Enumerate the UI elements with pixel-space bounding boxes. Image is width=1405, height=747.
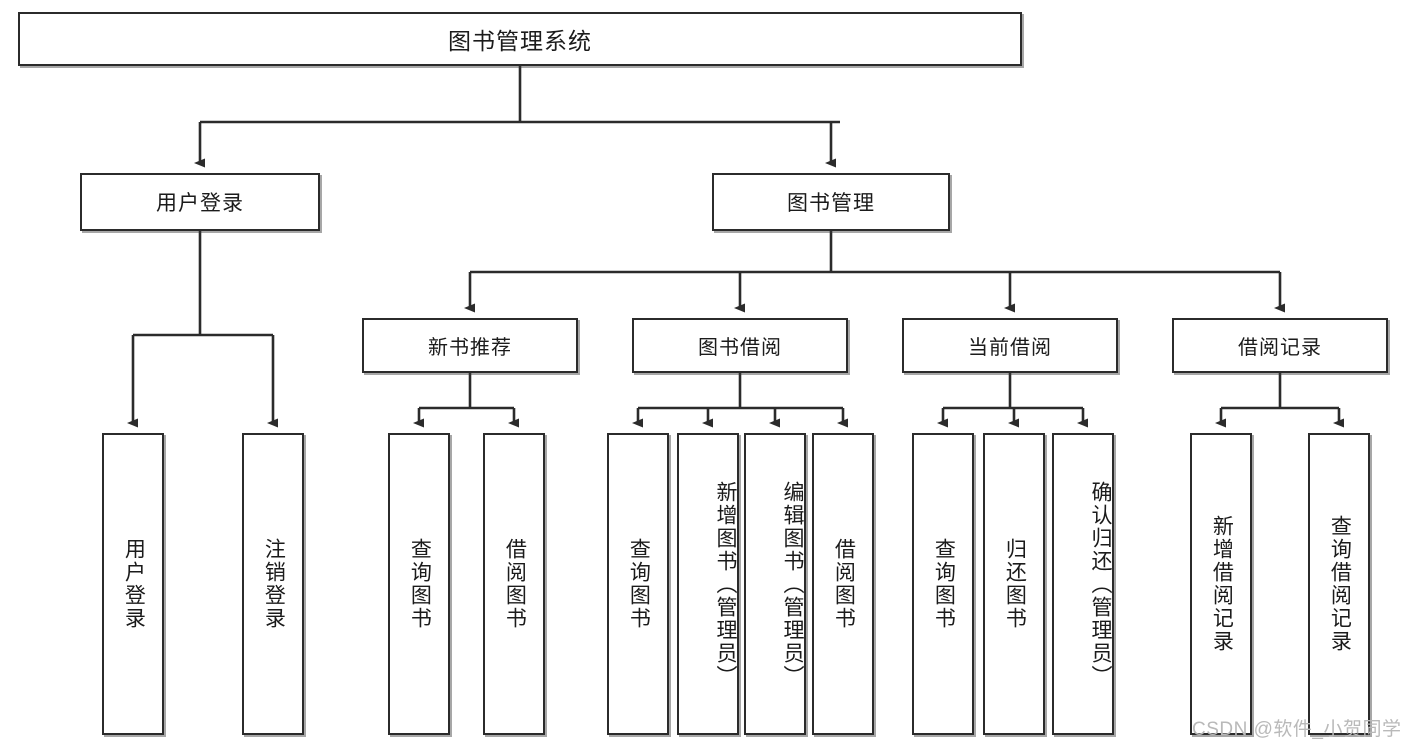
node-borrow-record-label: 借阅记录	[1238, 337, 1322, 359]
leaf-confirm-return-admin[interactable]: 确认归还（管理员）	[1052, 433, 1114, 735]
leaf-label: 查询图书	[408, 538, 432, 630]
leaf-label: 注销登录	[262, 538, 286, 630]
leaf-return-book[interactable]: 归还图书	[983, 433, 1045, 735]
node-current-borrow-label: 当前借阅	[968, 337, 1052, 359]
leaf-query-book-borrow[interactable]: 查询图书	[607, 433, 669, 735]
leaf-label: 新增借阅记录	[1210, 515, 1234, 653]
leaf-edit-book-admin[interactable]: 编辑图书（管理员）	[744, 433, 806, 735]
leaf-label: 确认归还（管理员）	[1089, 480, 1112, 688]
node-user-login[interactable]: 用户登录	[80, 173, 320, 231]
node-root[interactable]: 图书管理系统	[18, 12, 1022, 66]
leaf-label: 编辑图书（管理员）	[781, 480, 804, 688]
node-root-label: 图书管理系统	[448, 28, 592, 54]
leaf-borrow-book-recommend[interactable]: 借阅图书	[483, 433, 545, 735]
leaf-query-book-recommend[interactable]: 查询图书	[388, 433, 450, 735]
leaf-label: 借阅图书	[503, 538, 527, 630]
leaf-user-login[interactable]: 用户登录	[102, 433, 164, 735]
node-user-login-label: 用户登录	[156, 192, 244, 215]
leaf-logout[interactable]: 注销登录	[242, 433, 304, 735]
node-borrow-record[interactable]: 借阅记录	[1172, 318, 1388, 373]
leaf-label: 查询图书	[932, 538, 956, 630]
leaf-label: 用户登录	[122, 538, 146, 630]
leaf-borrow-book[interactable]: 借阅图书	[812, 433, 874, 735]
leaf-label: 归还图书	[1003, 538, 1027, 630]
leaf-add-borrow-record[interactable]: 新增借阅记录	[1190, 433, 1252, 735]
leaf-query-book-current[interactable]: 查询图书	[912, 433, 974, 735]
node-book-management-label: 图书管理	[787, 192, 875, 215]
leaf-label: 查询借阅记录	[1328, 515, 1352, 653]
leaf-add-book-admin[interactable]: 新增图书（管理员）	[677, 433, 739, 735]
leaf-label: 新增图书（管理员）	[714, 480, 737, 688]
leaf-label: 借阅图书	[832, 538, 856, 630]
node-new-book-recommend-label: 新书推荐	[428, 337, 512, 359]
node-book-management[interactable]: 图书管理	[712, 173, 950, 231]
leaf-label: 查询图书	[627, 538, 651, 630]
watermark: CSDN @软件_小贺同学	[1192, 719, 1402, 740]
node-book-borrow[interactable]: 图书借阅	[632, 318, 848, 373]
node-current-borrow[interactable]: 当前借阅	[902, 318, 1118, 373]
node-book-borrow-label: 图书借阅	[698, 337, 782, 359]
leaf-query-borrow-record[interactable]: 查询借阅记录	[1308, 433, 1370, 735]
node-new-book-recommend[interactable]: 新书推荐	[362, 318, 578, 373]
